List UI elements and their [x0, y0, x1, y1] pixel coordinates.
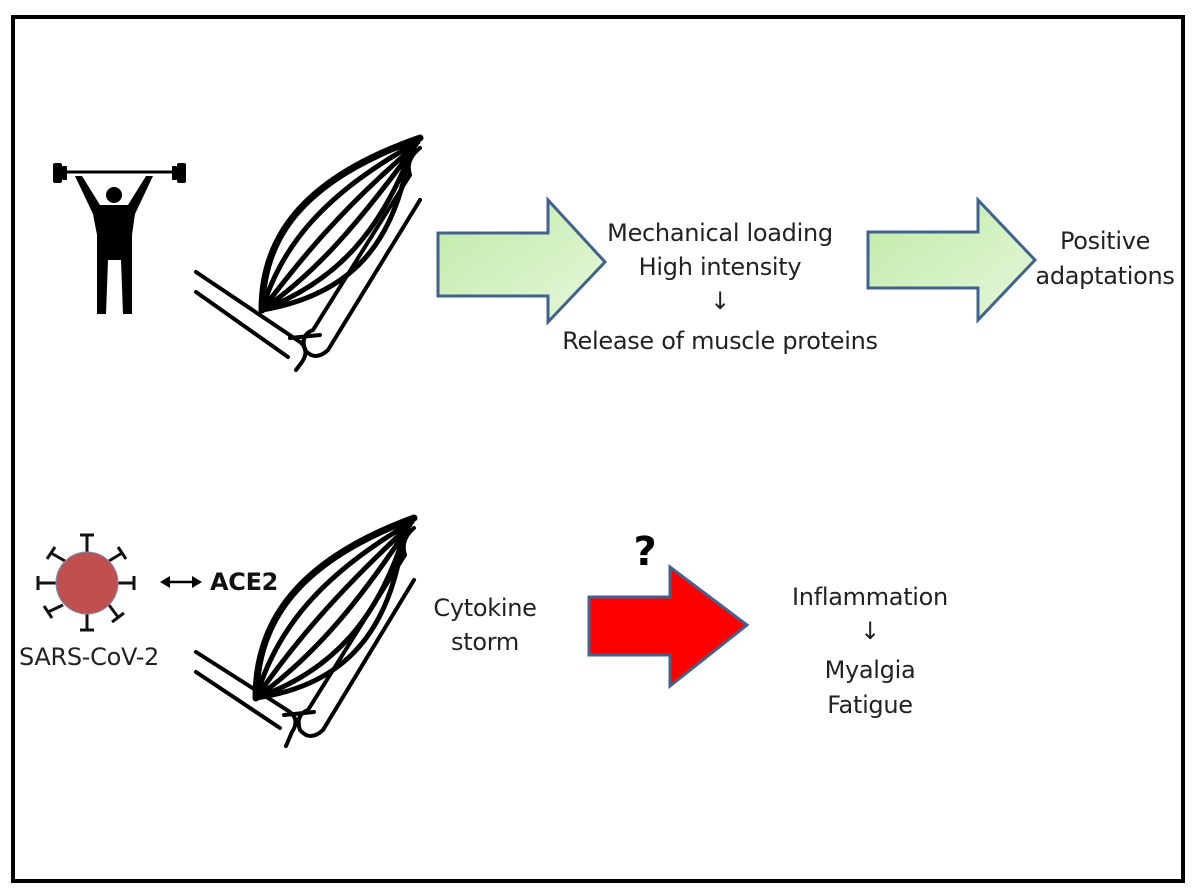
label-myalgia: Myalgia — [824, 656, 916, 684]
virus-icon — [36, 533, 136, 632]
label-high-intensity: High intensity — [638, 253, 802, 281]
weightlifter-icon — [53, 163, 186, 314]
down-arrow-icon: ↓ — [860, 617, 880, 645]
arrow-right-green-1 — [436, 196, 608, 326]
label-positive: Positive — [1059, 227, 1151, 255]
label-cytokine: Cytokine — [433, 594, 537, 622]
down-arrow-icon: ↓ — [710, 287, 730, 315]
label-inflammation: Inflammation — [792, 583, 948, 611]
figure-frame — [11, 15, 1185, 883]
muscle-icon — [194, 134, 424, 372]
label-mechanical-loading: Mechanical loading — [607, 219, 833, 247]
question-mark: ? — [633, 529, 657, 575]
label-adaptations: adaptations — [1035, 262, 1175, 290]
double-arrow-icon — [160, 576, 202, 588]
label-ace2: ACE2 — [210, 568, 279, 596]
label-storm: storm — [451, 628, 519, 656]
arrow-right-red — [587, 563, 750, 690]
label-sars-cov-2: SARS-CoV-2 — [18, 643, 160, 671]
label-fatigue: Fatigue — [827, 691, 913, 719]
label-release-proteins: Release of muscle proteins — [562, 327, 878, 355]
muscle-icon — [194, 514, 418, 748]
arrow-right-green-2 — [866, 196, 1038, 324]
